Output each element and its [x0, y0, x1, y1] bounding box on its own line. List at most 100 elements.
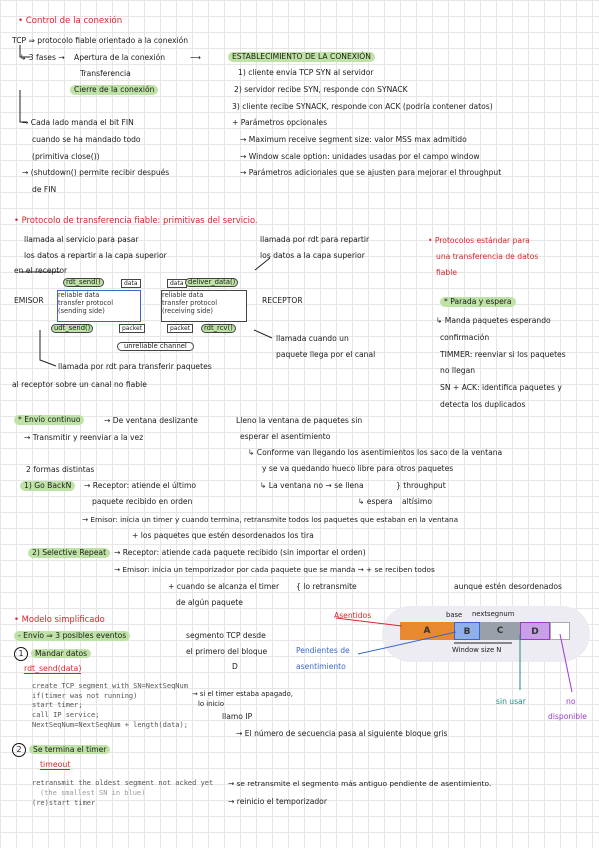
rcv-note-2: paquete llega por el canal: [276, 350, 376, 359]
code-line-2: if(timer was not running): [32, 692, 138, 700]
window-size-label: Window size N: [452, 646, 502, 654]
rcv-arrow: [253, 329, 273, 339]
section-title-rdt: • Protocolo de transferencia fiable: pri…: [14, 215, 258, 225]
brace-note-2: esperar el asentimiento: [240, 432, 331, 441]
establecimiento-title: ESTABLECIMIENTO DE LA CONEXIÓN: [228, 52, 375, 62]
nextseqnum-label: nextsegnum: [472, 610, 515, 618]
retx-note: → se retransmite el segmento más antiguo…: [228, 779, 492, 788]
rdt-note-r2: los datos a la capa superior: [260, 251, 365, 260]
conforme-2: y se va quedando hueco libre para otros …: [262, 464, 454, 473]
ventana-deslizante: → De ventana deslizante: [104, 416, 198, 425]
pendientes-2: asentimiento: [296, 662, 346, 671]
rdt-send-label: rdt_send(): [63, 278, 104, 287]
no-label: no: [566, 697, 576, 706]
gbn-emisor-2: + los paquetes que estén desordenados lo…: [132, 531, 314, 540]
espera-note: ↳ espera: [358, 497, 393, 506]
est-window: → Window scale option: unidades usadas p…: [240, 152, 480, 161]
block-d: D: [520, 622, 550, 640]
unreliable-channel: unreliable channel: [117, 342, 194, 351]
envio-eventos: - Envío ⇒ 3 posibles eventos: [14, 631, 131, 641]
no-disponible-arrow: [559, 633, 573, 693]
sr-timer: + cuando se alcanza el timer: [168, 582, 280, 591]
rdt-note-r1: llamada por rdt para repartir: [260, 235, 370, 244]
throughput-2: altísimo: [402, 497, 432, 506]
timer-note-2: lo inicio: [198, 700, 225, 708]
est-step-3: 3) cliente recibe SYNACK, responde con A…: [232, 102, 493, 111]
pendientes-1: Pendientes de: [296, 646, 350, 655]
parada-line-3: TIMMER: reenviar si los paquetes: [440, 350, 566, 359]
udt-arrow: [39, 330, 57, 367]
nextseq-note: → El número de secuencia pasa al siguien…: [236, 729, 448, 738]
est-optional: + Parámetros opcionales: [232, 118, 328, 127]
rdt-note-l1: llamada al servicio para pasar: [24, 235, 139, 244]
seg-note-1: segmento TCP desde: [186, 631, 266, 640]
est-step-1: 1) cliente envía TCP SYN al servidor: [238, 68, 374, 77]
gbn-emisor-1: → Emisor: inicia un timer y cuando termi…: [82, 515, 459, 524]
parada-espera: * Parada y espera: [440, 297, 516, 307]
parada-line-2: confirmación: [440, 333, 490, 342]
fase-transferencia: Transferencia: [80, 69, 131, 78]
sr-receptor: → Receptor: atiende cada paquete recibid…: [114, 548, 366, 557]
sr-retransmite: { lo retransmite: [296, 582, 357, 591]
func-timeout: timeout: [40, 760, 71, 770]
udt-note-1: llamada por rdt para transferir paquetes: [58, 362, 212, 371]
block-b: B: [454, 622, 480, 640]
code2-line-1: retransmit the oldest segment not acked …: [32, 779, 214, 787]
event-2-label: Se termina el timer: [29, 745, 111, 754]
parada-line-1: ↳ Manda paquetes esperando: [436, 316, 551, 325]
packet-tag: packet: [119, 324, 146, 333]
timer-note-1: → si el timer estaba apagado,: [192, 690, 293, 698]
cierre-arrow: [19, 90, 26, 123]
section-title-control: • Control de la conexión: [18, 16, 123, 26]
event-1-label: Mandar datos: [31, 649, 92, 658]
rcv-note-1: llamada cuando un: [276, 334, 349, 343]
code2-line-2: (the smallest SN in blue): [40, 789, 146, 797]
sr-algun: de algún paquete: [176, 598, 243, 607]
rdt-note-l2: los datos a repartir a la capa superior: [24, 251, 167, 260]
ventana-llena: ↳ La ventana no → se llena: [260, 481, 364, 490]
cierre-line-3: (primitiva close()): [32, 152, 100, 161]
cierre-line-1: → Cada lado manda el bit FIN: [22, 118, 134, 127]
fases-arrow: [19, 45, 30, 58]
arrow-icon: ⟶: [190, 53, 201, 62]
sr-emisor: → Emisor: inicia un temporizador por cad…: [114, 565, 435, 574]
deliver-data-label: deliver_data(): [185, 278, 239, 287]
asentidos-label: Asentidos: [334, 611, 372, 620]
gbn-receptor-1: → Receptor: atiende el último: [84, 481, 197, 490]
asentidos-arrow: [335, 617, 403, 627]
parada-line-5: SN + ACK: identifica paquetes y: [440, 383, 562, 392]
udt-note-2: al receptor sobre un canal no fiable: [12, 380, 147, 389]
brace-note-1: Lleno la ventana de paquetes sin: [236, 416, 363, 425]
block-free: [550, 622, 570, 640]
code-line-4: call IP service;: [32, 711, 100, 719]
section-title-modelo: • Modelo simplificado: [14, 614, 105, 624]
block-a: A: [423, 626, 431, 636]
cierre-line-2: cuando se ha mandado todo: [32, 135, 141, 144]
est-params: → Parámetros adicionales que se ajusten …: [240, 168, 502, 177]
number-circle-2: 2: [12, 743, 26, 757]
fase-apertura: Apertura de la conexión: [74, 53, 166, 62]
udt-send-label: udt_send(): [51, 324, 94, 333]
std-title-2: una transferencia de datos: [436, 252, 539, 261]
formas-distintas: 2 formas distintas: [26, 465, 95, 474]
pendientes-arrow: [357, 631, 457, 655]
block-c: C: [480, 622, 520, 640]
fase-cierre: Cierre de la conexión: [70, 85, 159, 95]
std-title-1: • Protocolos estándar para: [428, 236, 530, 245]
sequence-strip: A B C D: [400, 622, 570, 640]
code2-line-3: (re)start timer: [32, 799, 96, 807]
base-label: base: [446, 611, 463, 619]
est-mss: → Maximum receive segment size: valor MS…: [240, 135, 467, 144]
envio-continuo: * Envío continuo: [14, 415, 85, 425]
est-step-2: 2) servidor recibe SYN, responde con SYN…: [234, 85, 408, 94]
rdt-rcv-label: rdt_rcv(): [201, 324, 236, 333]
rdt-note-l3: en el receptor: [14, 266, 68, 275]
sr-desordenados: aunque estén desordenados: [454, 582, 562, 591]
restart-note: → reinicio el temporizador: [228, 797, 327, 806]
disponible-label: disponible: [548, 712, 587, 721]
code-line-5: NextSeqNum=NextSeqNum + length(data);: [32, 721, 188, 729]
